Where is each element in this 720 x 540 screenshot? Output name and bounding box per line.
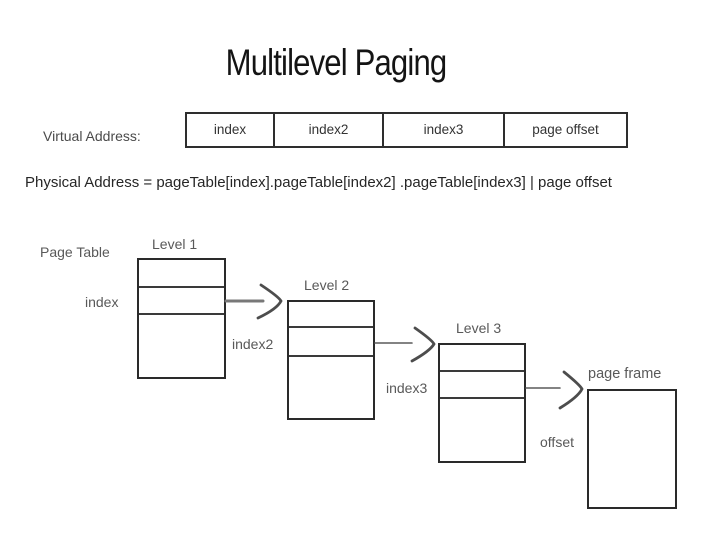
index-label: index [85, 294, 119, 310]
index3-label: index3 [386, 380, 428, 396]
va-field-index2: index2 [275, 114, 384, 146]
arrow-head-icon [558, 370, 584, 410]
virtual-address-label: Virtual Address: [43, 128, 141, 144]
table-row [289, 302, 373, 328]
level-2-table [287, 300, 375, 420]
table-row [139, 288, 224, 315]
arrow-level3-to-page-frame-icon [525, 370, 584, 410]
page-frame-label: page frame [588, 366, 662, 382]
index2-label: index2 [232, 336, 274, 352]
arrow-head-icon [410, 326, 436, 363]
va-field-index3: index3 [384, 114, 505, 146]
va-field-page-offset: page offset [532, 122, 599, 137]
table-row [440, 372, 524, 399]
offset-label: offset [540, 434, 574, 450]
virtual-address-box: index index2 index3 page offset [185, 112, 628, 148]
table-row [289, 328, 373, 357]
level-1-label: Level 1 [152, 236, 198, 252]
level-3-table [438, 343, 526, 463]
va-field-index: index [187, 114, 275, 146]
arrow-head-icon [256, 283, 283, 320]
level-1-table [137, 258, 226, 379]
arrow-level2-to-level3-icon [374, 326, 436, 363]
page-table-label: Page Table [40, 244, 110, 260]
table-row [139, 260, 224, 288]
level-2-label: Level 2 [304, 277, 350, 293]
table-row [440, 345, 524, 372]
level-3-label: Level 3 [456, 320, 502, 336]
slide-title: Multilevel Paging [225, 42, 448, 83]
page-frame-box [587, 389, 677, 509]
physical-address-formula: Physical Address = pageTable[index].page… [25, 174, 612, 191]
arrow-level1-to-level2-icon [224, 283, 283, 320]
